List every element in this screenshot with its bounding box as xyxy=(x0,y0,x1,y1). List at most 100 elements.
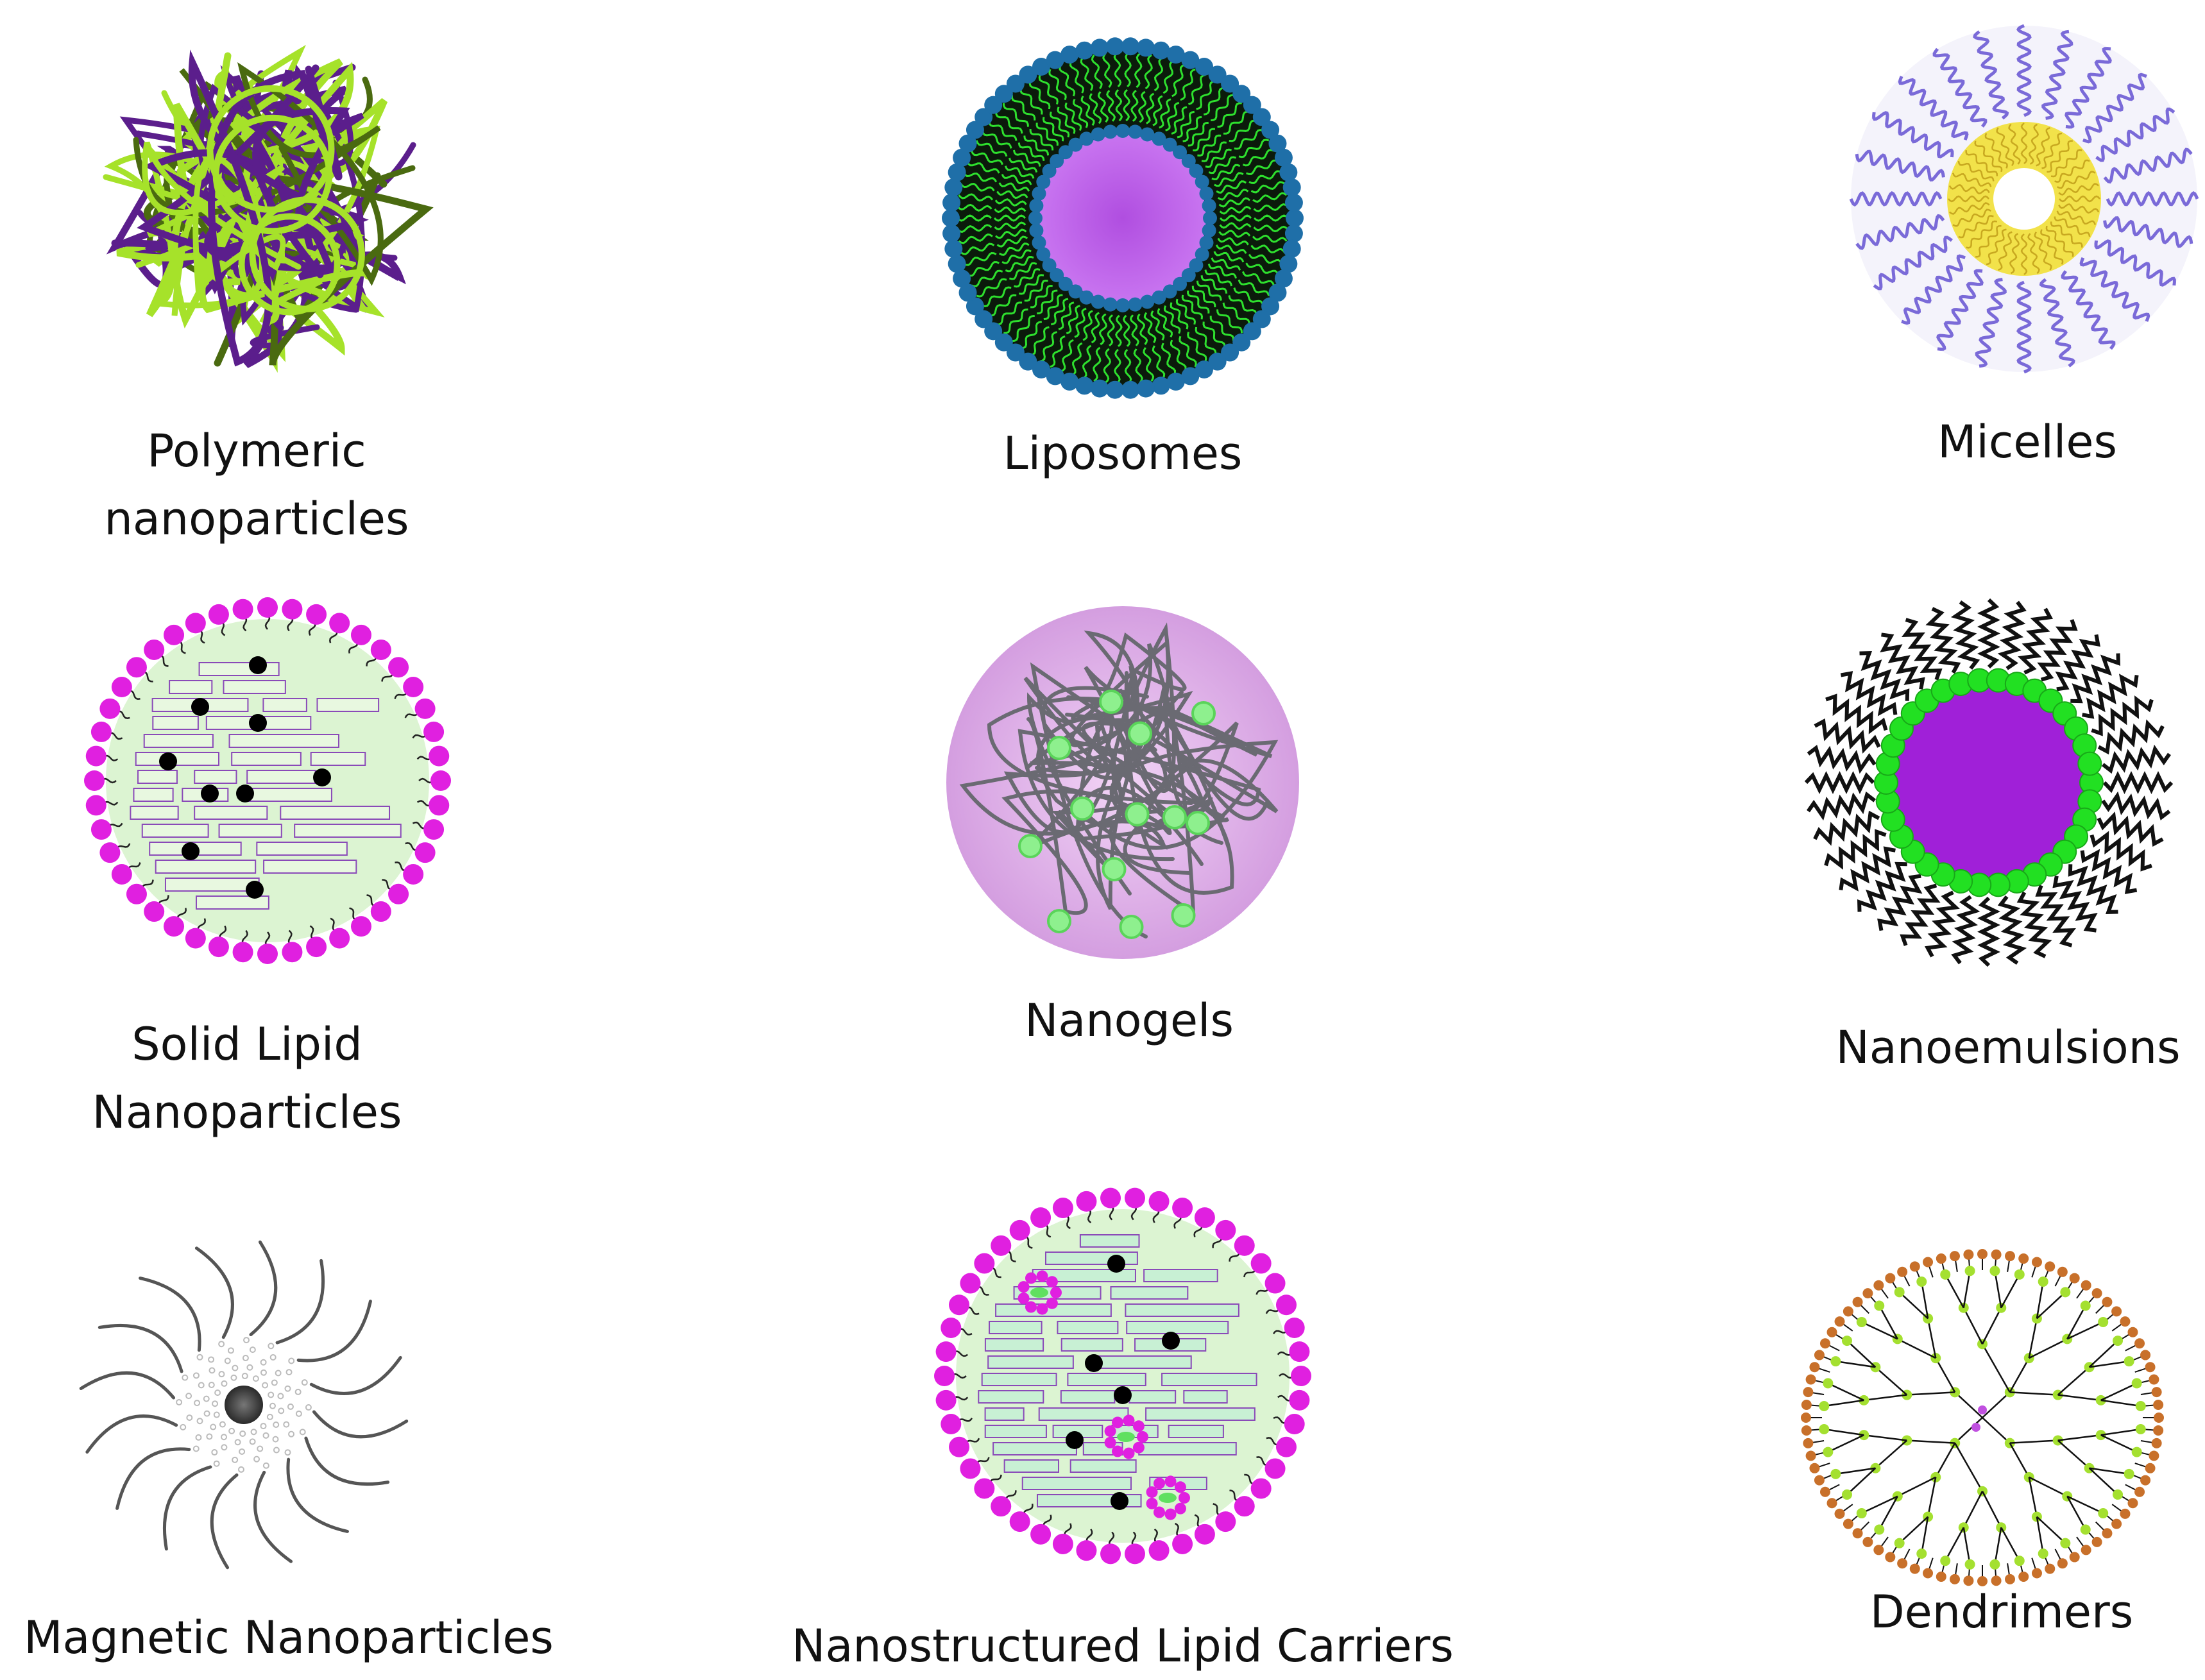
lipid-crystal xyxy=(1143,1269,1218,1282)
lipid-tail xyxy=(1200,275,1228,294)
terminal-group xyxy=(2145,1463,2156,1473)
terminal-group xyxy=(2149,1450,2159,1461)
ligand-node xyxy=(269,1402,276,1409)
surfactant-head xyxy=(414,698,436,719)
vesicle-head xyxy=(1017,1292,1030,1304)
polymer-arm xyxy=(275,1259,325,1345)
surfactant-tail xyxy=(1977,896,2000,967)
surfactant-head xyxy=(111,863,132,885)
lipid-tail xyxy=(1014,268,1041,288)
lipid-head-outer xyxy=(984,322,1003,341)
surfactant-tail xyxy=(1902,618,1943,681)
label-magnetic-nanoparticles: Magnetic Nanoparticles xyxy=(0,1604,577,1672)
surfactant-tail xyxy=(2090,831,2152,872)
branch-node xyxy=(1996,1302,2007,1313)
ligand-node xyxy=(185,1393,192,1400)
surfactant-tail xyxy=(1814,718,1881,754)
drug-molecule xyxy=(1114,1386,1132,1404)
branch xyxy=(1875,1439,1908,1469)
lipid-head-inner xyxy=(1029,223,1044,238)
lipid-tail xyxy=(1223,110,1250,135)
label-nanostructured-lipid-carriers: Nanostructured Lipid Carriers xyxy=(738,1612,1508,1680)
ligand-node xyxy=(242,1355,249,1362)
terminal-group xyxy=(1801,1425,1812,1436)
branch xyxy=(1935,1443,1956,1478)
polymer-loop xyxy=(212,114,333,235)
lipid-head-inner xyxy=(1058,276,1073,291)
surfactant-head xyxy=(1234,1496,1255,1517)
ligand-node xyxy=(182,1374,189,1381)
branch xyxy=(2029,1476,2068,1497)
lipid-crystal xyxy=(984,1338,1044,1352)
branch xyxy=(1827,1434,1864,1453)
lipid-crystal xyxy=(223,680,286,694)
oil-core xyxy=(1886,680,2091,885)
surfactant-head xyxy=(144,901,165,922)
ligand-node xyxy=(260,1359,267,1366)
core-chain xyxy=(2054,159,2090,183)
ligand-node xyxy=(221,1380,228,1387)
vesicle-head xyxy=(1179,1492,1190,1504)
surfactant-head xyxy=(429,745,450,767)
terminal-group xyxy=(1963,1249,1974,1260)
polymer-arm xyxy=(286,1457,349,1533)
lipid-tail xyxy=(1217,102,1242,128)
branch xyxy=(2066,1496,2086,1531)
ligand-node xyxy=(273,1421,280,1428)
lipid-head-inner xyxy=(1128,297,1143,312)
terminal-group xyxy=(1834,1316,1845,1327)
lipid-tail xyxy=(1216,309,1243,334)
surfactant-tail xyxy=(1951,895,1980,965)
branch xyxy=(1864,1434,1907,1441)
ligand-node xyxy=(239,1448,246,1455)
terminal-group xyxy=(2154,1413,2164,1423)
lipid-head-inner xyxy=(1173,145,1188,160)
terminal-group xyxy=(1809,1362,1820,1373)
vesicle-head xyxy=(1046,1276,1058,1288)
nanostructured-lipid-carrier-panel xyxy=(934,1187,1311,1565)
lipid-crystal xyxy=(218,824,282,838)
vesicle-head xyxy=(1123,1414,1135,1427)
lipid-tail xyxy=(1008,157,1038,173)
branch xyxy=(1982,1417,2011,1444)
surfactant-head xyxy=(350,624,371,645)
vesicle-head xyxy=(1154,1477,1165,1489)
surfactant-head xyxy=(949,1294,970,1316)
terminal-group xyxy=(2031,1257,2042,1268)
branch-node xyxy=(2098,1316,2109,1327)
ligand-node xyxy=(237,1466,244,1473)
drug-molecule xyxy=(1162,1332,1180,1350)
core-chain xyxy=(2054,216,2091,237)
vesicle-head xyxy=(1104,1425,1116,1438)
lipid-head-outer xyxy=(1019,352,1037,371)
lipid-tail xyxy=(1170,339,1187,372)
lipid-head-inner xyxy=(1202,198,1216,213)
lipid-tail xyxy=(994,206,1026,214)
ligand-node xyxy=(283,1421,290,1428)
lipid-tail xyxy=(994,198,1027,207)
lipid-head-outer xyxy=(994,85,1013,103)
crosslink-drug xyxy=(1128,721,1152,746)
ligand-node xyxy=(299,1429,306,1436)
surfactant-tail xyxy=(1900,883,1941,946)
surfactant-tail xyxy=(2091,695,2154,736)
core-chain xyxy=(1984,133,2008,169)
vesicle-head xyxy=(1154,1506,1165,1518)
branch-node xyxy=(1823,1378,1834,1389)
ligand-node xyxy=(257,1445,264,1452)
lipid-crystal xyxy=(1079,1234,1140,1248)
label-line-1: Nanoemulsions xyxy=(1835,1021,2181,1074)
branch xyxy=(1824,1399,1864,1407)
surfactant-head xyxy=(1172,1533,1193,1554)
lipid-crystal xyxy=(169,680,213,694)
vesicle-head xyxy=(1137,1431,1148,1443)
lipid-head-outer xyxy=(1232,333,1251,352)
vesicle-head xyxy=(1164,1508,1177,1520)
ligand-node xyxy=(260,1369,267,1376)
ligand-node xyxy=(230,1374,237,1381)
surfactant-tail xyxy=(2097,811,2164,847)
branch xyxy=(1907,1391,1955,1396)
core-chain xyxy=(2056,210,2097,225)
lipid-tail xyxy=(1248,170,1282,185)
